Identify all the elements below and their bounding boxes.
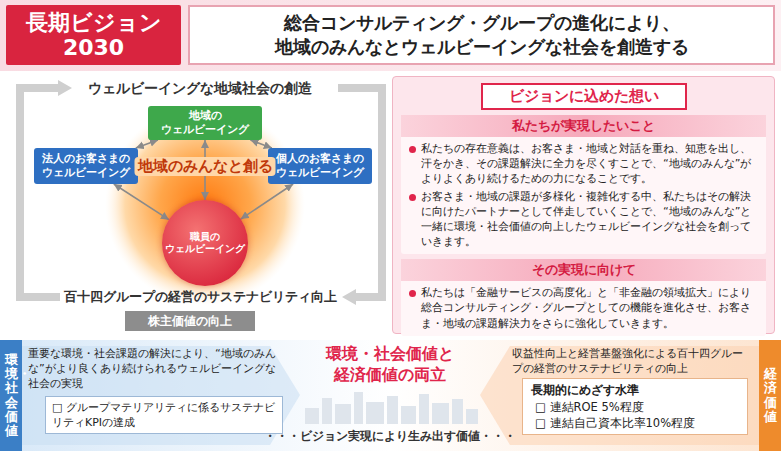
section-box: 私たちが実現したいこと私たちの存在意義は、お客さま・地域と対話を重ね、知恵を出し… [401,115,766,254]
node-text: ビジョンに込めた想い [481,83,687,110]
bullet-text: 私たちの存在意義は、お客さま・地域と対話を重ね、知恵を出し、汗をかき、その課題解… [405,141,760,187]
side-tab: 環境・社会価値 [0,340,22,451]
side-tab: 経済価値 [759,340,781,451]
double-arrow [250,140,271,148]
cycle-label: 百十四グループの経営のサステナビリティ向上 [50,288,350,306]
cycle-label: ウェルビーイングな地域社会の創造 [70,80,330,98]
bullet-text: 私たちは「金融サービスの高度化」と「非金融の領域拡大」により総合コンサルティング… [405,285,760,331]
band-subtitle: ・・・ビジョン実現により生み出す価値・・・ [250,428,530,445]
section-box: その実現に向けて私たちは「金融サービスの高度化」と「非金融の領域拡大」により総合… [401,259,766,336]
target-box: 長期的にめざす水準□ 連結ROE 5%程度□ 連結自己資本比率10%程度 [522,378,748,435]
value-text: 収益性向上と経営基盤強化による百十四グループの経営のサステナビリティの向上 [512,346,748,376]
staff-circle: 職員の ウェルビーイング [162,200,248,286]
center-label: 地域のみんなと創る [135,157,276,176]
value-text: 重要な環境・社会課題の解決により、“地域のみんな”がより良くあり続けられるウェル… [28,346,280,392]
target-item: □ 連結ROE 5%程度 [531,399,739,415]
kpi-box: □ グループマテリアリティに係るサステナビリティKPIの達成 [45,396,283,434]
skyline [305,392,478,424]
vertical-label: 経済価値 [764,367,777,424]
node-text: 長期ビジョン 2030 [19,10,169,61]
glow [105,105,305,305]
value-band: 重要な環境・社会課題の解決により、“地域のみんな”がより良くあり続けられるウェル… [0,340,781,451]
shareholder-box: 株主価値の向上 [125,311,255,331]
value-arrow [480,346,759,445]
node-text: 職員の ウェルビーイング [162,231,248,255]
corporate-box: 法人のお客さまの ウェルビーイング [34,148,138,184]
node-text: 株主価値の向上 [148,313,232,330]
value-arrow [22,346,300,445]
band-title: 環境・社会価値と 経済価値の両立 [290,344,490,386]
section-heading: その実現に向けて [401,259,766,281]
loop-arrow [338,88,382,297]
vision-badge: 長期ビジョン 2030 [6,5,181,65]
value-band [0,340,781,451]
section-heading: 私たちが実現したいこと [401,115,766,137]
target-heading: 長期的にめざす水準 [531,382,739,399]
node-text: 地域の ウェルビーイング [148,109,262,137]
loop-arrow [20,88,60,297]
header-strip [0,0,781,71]
individual-box: 個人のお客さまの ウェルビーイング [268,148,372,184]
target-item: □ 連結自己資本比率10%程度 [531,415,739,431]
node-text: □ グループマテリアリティに係るサステナビリティKPIの達成 [52,400,276,430]
thought-panel: ビジョンに込めた想い私たちが実現したいこと私たちの存在意義は、お客さま・地域と対… [392,76,775,334]
double-arrow [114,184,169,220]
vision-title-box: 総合コンサルティング・グループの進化により、 地域のみんなとウェルビーイングな社… [188,5,775,65]
double-arrow [136,140,158,148]
vertical-label: 環境・社会価値 [5,353,18,439]
node-text: 総合コンサルティング・グループの進化により、 地域のみんなとウェルビーイングな社… [262,11,702,60]
region-box: 地域の ウェルビーイング [148,106,262,140]
loop-arrowhead [58,80,72,96]
node-text: 個人のお客さまの ウェルビーイング [268,152,372,180]
loop-arrowhead [342,289,356,305]
bullet-text: お客さま・地域の課題が多様化・複雑化する中、私たちはその解決に向けたパートナーと… [405,189,760,250]
node-text: 法人のお客さまの ウェルビーイング [34,152,138,180]
double-arrow [241,184,293,219]
